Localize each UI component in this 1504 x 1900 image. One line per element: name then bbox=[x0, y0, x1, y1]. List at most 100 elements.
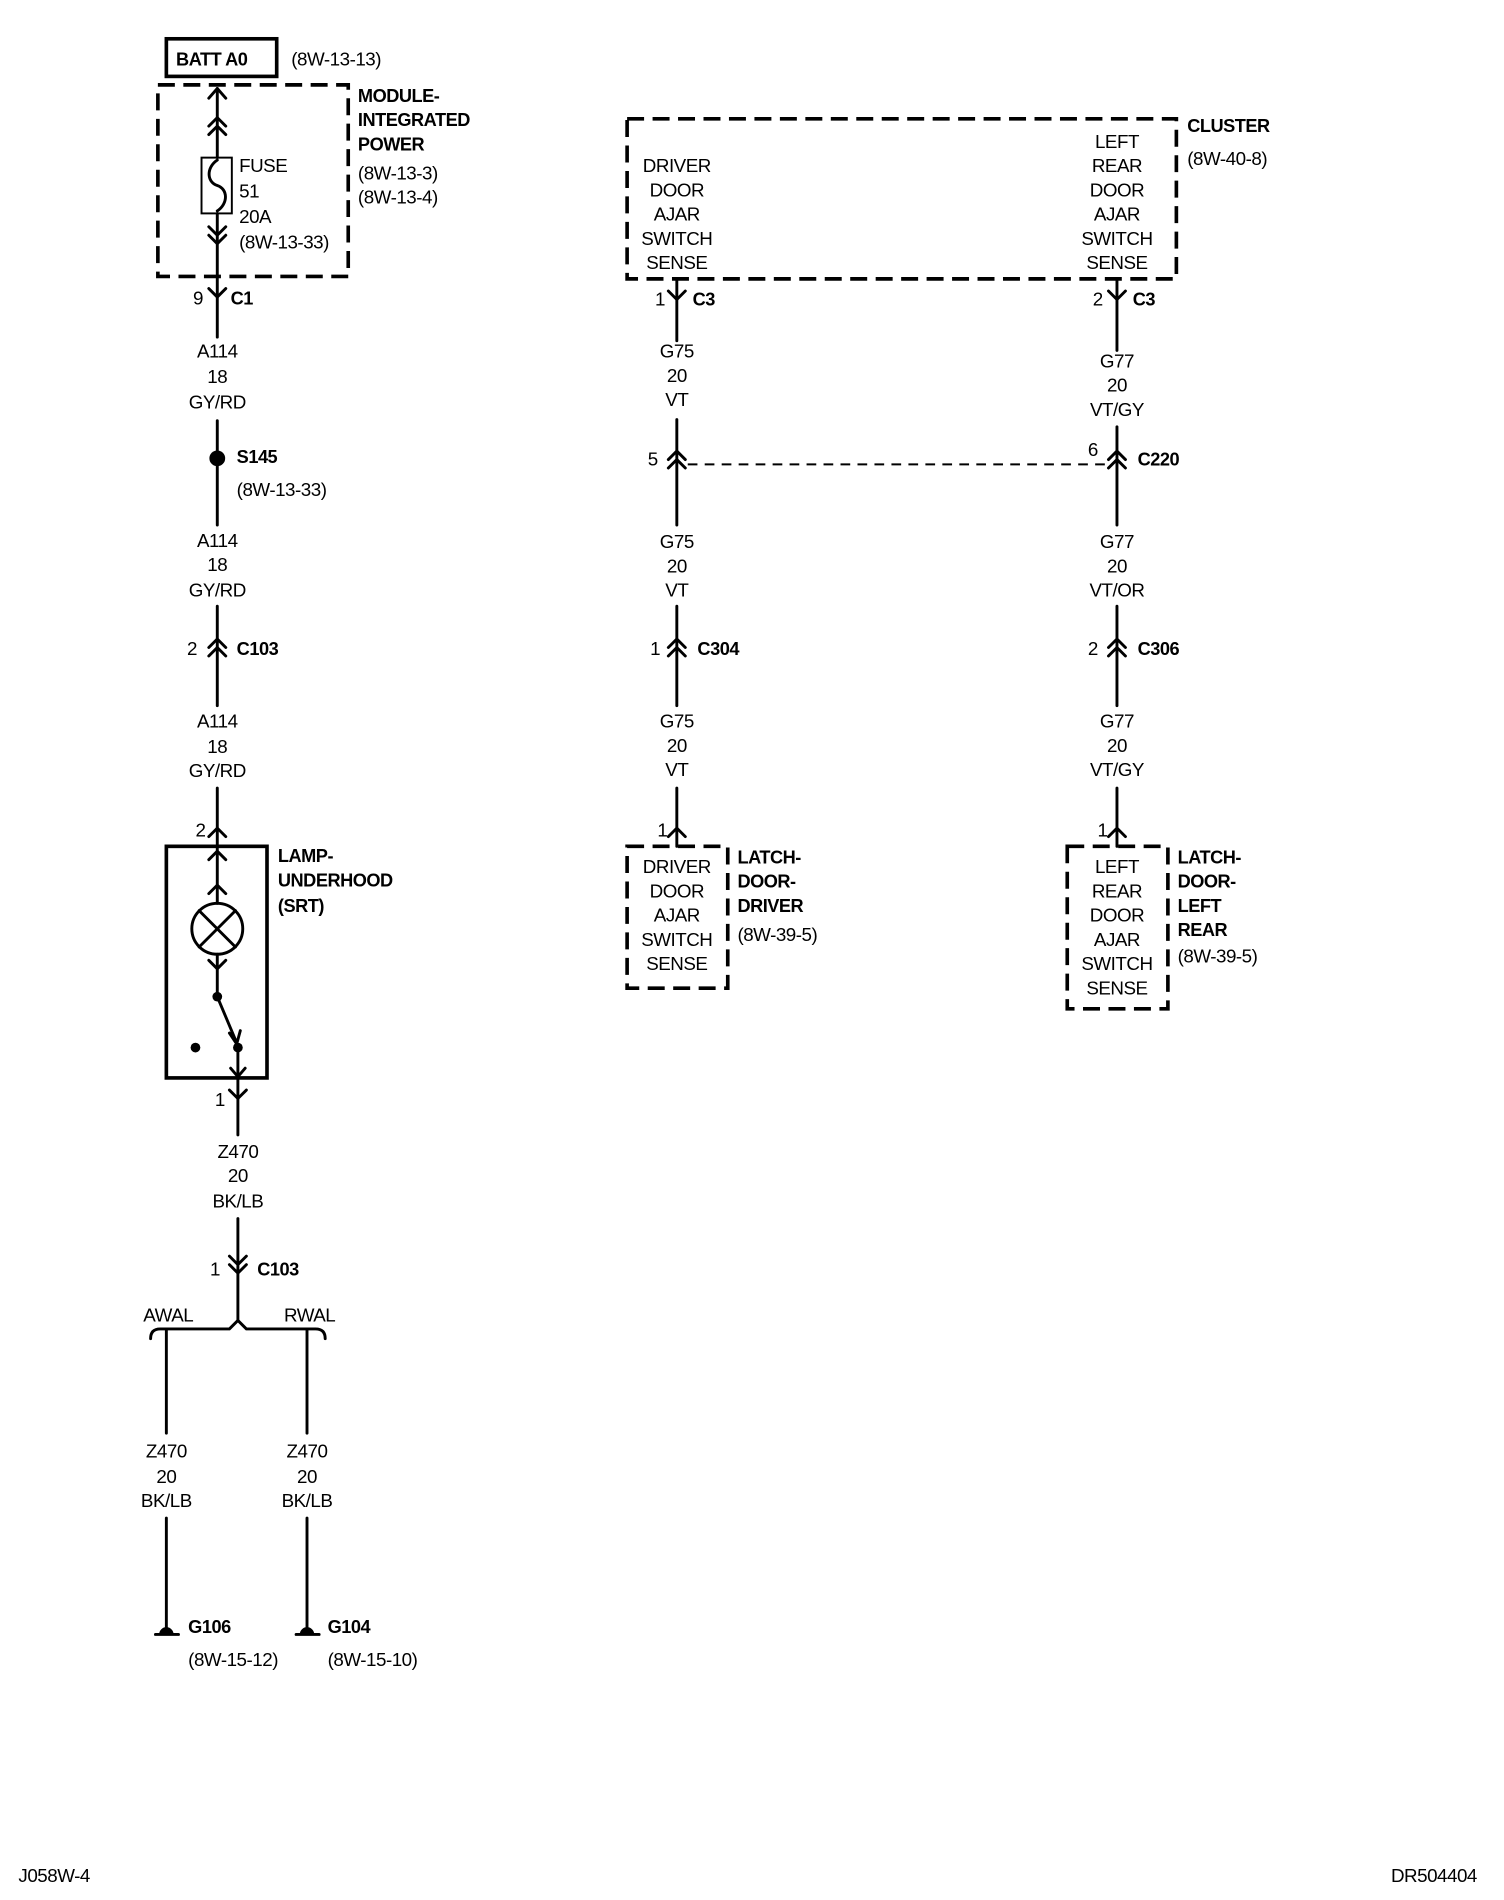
ground-g106-ref: (8W-15-12) bbox=[188, 1649, 278, 1670]
driver-wire-2-gauge: 20 bbox=[667, 555, 687, 576]
fuse-element-icon bbox=[207, 158, 227, 213]
left-rear-wire-1-color: VT/GY bbox=[1090, 399, 1145, 420]
connector-c306-pin: 2 bbox=[1088, 638, 1098, 659]
branch-left-label: AWAL bbox=[143, 1305, 193, 1326]
power-module-ref-2: (8W-13-4) bbox=[358, 187, 438, 208]
splice-s145-dot bbox=[209, 450, 226, 467]
driver-wire-3-gauge: 20 bbox=[667, 735, 687, 756]
splice-ref: (8W-13-33) bbox=[237, 479, 327, 500]
connector-c103-upper-icon bbox=[207, 637, 228, 658]
driver-latch-box bbox=[625, 844, 730, 991]
left-rear-latch-name-2: DOOR- bbox=[1178, 872, 1237, 892]
power-module-name-1: MODULE- bbox=[358, 86, 440, 106]
driver-latch-pin-label-3: AJAR bbox=[654, 905, 700, 926]
fuse-number: 51 bbox=[239, 181, 259, 202]
lamp-pin-out: 1 bbox=[215, 1089, 225, 1110]
left-rear-latch-name-1: LATCH- bbox=[1178, 847, 1242, 867]
lamp-name-3: (SRT) bbox=[278, 896, 324, 916]
power-module-box bbox=[156, 83, 351, 279]
connector-c3-left-rear-pin: 2 bbox=[1093, 289, 1103, 310]
lamp-input-pin-icon bbox=[207, 826, 228, 896]
driver-latch-name-3: DRIVER bbox=[737, 896, 803, 916]
left-rear-latch-name-3: LEFT bbox=[1178, 896, 1222, 916]
power-module-ref-1: (8W-13-3) bbox=[358, 162, 438, 183]
wire-2-circuit: A114 bbox=[197, 530, 238, 551]
lamp-name-2: UNDERHOOD bbox=[278, 870, 393, 890]
left-rear-latch-pin-label-3: DOOR bbox=[1090, 905, 1144, 926]
driver-wire-3-color: VT bbox=[665, 759, 689, 780]
connector-c220-left-rear-pin: 6 bbox=[1088, 439, 1098, 460]
wire-2-color: GY/RD bbox=[189, 580, 246, 601]
splice-name: S145 bbox=[237, 447, 278, 467]
wire-1-gauge: 18 bbox=[207, 366, 227, 387]
ground-g106-name: G106 bbox=[188, 1617, 231, 1637]
driver-latch-pin-icon bbox=[666, 826, 687, 839]
driver-latch-pin-label-4: SWITCH bbox=[641, 929, 712, 950]
driver-latch-pin-label-1: DRIVER bbox=[643, 856, 711, 877]
left-rear-wire-1-circuit: G77 bbox=[1100, 350, 1134, 371]
left-rear-wire-3-circuit: G77 bbox=[1100, 711, 1134, 732]
wire-awal-color: BK/LB bbox=[141, 1490, 192, 1511]
wire-3-circuit: A114 bbox=[197, 711, 238, 732]
connector-c3-driver-pin: 1 bbox=[655, 289, 665, 310]
lamp-bulb-cross-icon bbox=[197, 909, 237, 949]
connector-c306-icon bbox=[1107, 637, 1127, 658]
left-rear-latch-box bbox=[1065, 844, 1170, 1011]
ground-g106-dot bbox=[159, 1627, 174, 1635]
left-rear-latch-pin-label-4: AJAR bbox=[1094, 929, 1140, 950]
connector-c3-driver-name: C3 bbox=[693, 290, 716, 310]
footer-right-code: DR504404 bbox=[1391, 1865, 1477, 1886]
cluster-driver-pin-label-5: SENSE bbox=[646, 252, 707, 273]
connector-c304-pin: 1 bbox=[650, 638, 660, 659]
lamp-underhood-box bbox=[164, 844, 269, 1080]
wire-2-gauge: 18 bbox=[207, 554, 227, 575]
wire-4-color: BK/LB bbox=[212, 1191, 263, 1212]
driver-latch-pin: 1 bbox=[657, 820, 667, 841]
connector-c103-lower-pin: 1 bbox=[210, 1259, 220, 1280]
connector-c220-left-rear-icon bbox=[1107, 449, 1127, 470]
wire-4-circuit: Z470 bbox=[217, 1141, 258, 1162]
fuse-rating: 20A bbox=[239, 206, 272, 227]
left-rear-wire-2-color: VT/OR bbox=[1089, 580, 1144, 601]
battery-box bbox=[164, 36, 279, 79]
connector-c103-upper-pin: 2 bbox=[187, 638, 197, 659]
connector-c306-name: C306 bbox=[1138, 639, 1180, 659]
wire-rwal-circuit: Z470 bbox=[287, 1440, 328, 1461]
connector-c3-driver-icon bbox=[666, 289, 687, 301]
driver-latch-pin-label-5: SENSE bbox=[646, 953, 707, 974]
left-rear-wire-1-gauge: 20 bbox=[1107, 375, 1127, 396]
cluster-left-rear-pin-label-2: REAR bbox=[1092, 155, 1142, 176]
connector-c103-upper-name: C103 bbox=[237, 639, 279, 659]
door-ajar-circuit: CLUSTER (8W-40-8) DRIVER DOOR AJAR SWITC… bbox=[625, 116, 1271, 1011]
left-rear-latch-ref: (8W-39-5) bbox=[1178, 946, 1258, 967]
driver-latch-ref: (8W-39-5) bbox=[737, 924, 817, 945]
cluster-driver-pin-label-4: SWITCH bbox=[641, 228, 712, 249]
driver-latch-pin-label-2: DOOR bbox=[650, 880, 704, 901]
wire-3-gauge: 18 bbox=[207, 736, 227, 757]
left-rear-wire-2-circuit: G77 bbox=[1100, 531, 1134, 552]
ground-g104-name: G104 bbox=[328, 1617, 372, 1637]
left-rear-latch-pin: 1 bbox=[1098, 820, 1108, 841]
cluster-left-rear-pin-label-3: DOOR bbox=[1090, 179, 1144, 200]
left-rear-wire-3-gauge: 20 bbox=[1107, 735, 1127, 756]
left-rear-latch-pin-label-6: SENSE bbox=[1086, 977, 1147, 998]
connector-c220-driver-icon bbox=[666, 449, 687, 470]
module-input-connector-icon bbox=[207, 116, 228, 137]
left-rear-latch-pin-icon bbox=[1107, 826, 1127, 839]
driver-wire-1-color: VT bbox=[665, 389, 689, 410]
wire-awal-circuit: Z470 bbox=[146, 1440, 187, 1461]
connector-c220-driver-pin: 5 bbox=[648, 449, 658, 470]
cluster-box bbox=[625, 117, 1179, 281]
connector-c1-name: C1 bbox=[231, 288, 254, 308]
lamp-output-pin-icon bbox=[227, 1088, 248, 1100]
footer-left-code: J058W-4 bbox=[18, 1865, 89, 1886]
connector-c3-left-rear-name: C3 bbox=[1133, 290, 1156, 310]
driver-latch-name-1: LATCH- bbox=[737, 847, 801, 867]
cluster-left-rear-pin-label-1: LEFT bbox=[1095, 131, 1140, 152]
connector-c304-name: C304 bbox=[697, 639, 740, 659]
left-rear-wire-2-gauge: 20 bbox=[1107, 555, 1127, 576]
cluster-ref: (8W-40-8) bbox=[1187, 148, 1267, 169]
wire-4-gauge: 20 bbox=[228, 1165, 248, 1186]
